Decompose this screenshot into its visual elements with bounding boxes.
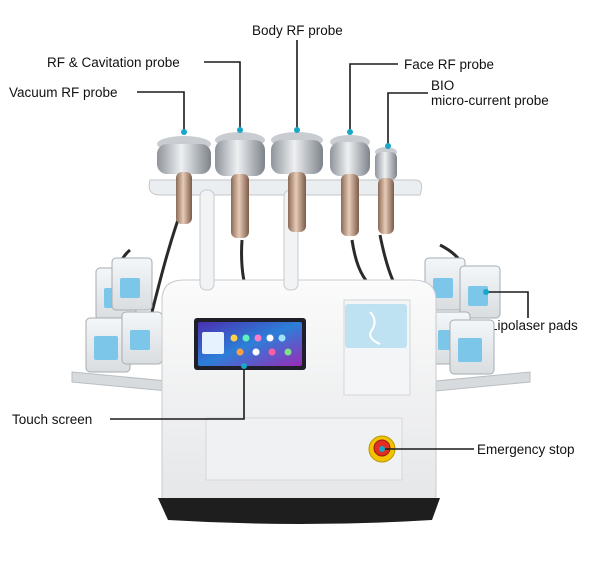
rf-cavitation-label: RF & Cavitation probe [47,55,180,70]
left-pad-2 [111,257,153,311]
left-lipolaser-tray [71,257,179,393]
body-rf-probe [271,132,323,232]
leader-vacuum-rf [137,91,185,132]
right-pad-4 [449,319,495,375]
vacuum-rf-label: Vacuum RF probe [9,85,118,100]
touch-screen-label: Touch screen [12,412,93,427]
dot-emergency-stop [379,446,385,452]
bio-probe-label: BIO micro-current probe [431,78,549,108]
lipolaser-pads-label: Lipolaser pads [490,318,578,333]
dot-touch-screen [241,363,247,369]
right-lipolaser-tray [424,257,531,393]
leader-touch-screen [110,367,245,420]
main-console [158,279,440,524]
bio-probe-label-line1: BIO [431,78,455,93]
callout-dots [181,127,489,452]
face-rf-probe [330,135,370,236]
bio-probe-label-line2: micro-current probe [431,93,549,108]
dot-lipolaser [483,289,489,295]
dot-rf-cavitation [237,127,243,133]
left-pad-4 [121,311,163,365]
bio-micro-current-probe [375,147,397,234]
leader-lipolaser [486,291,529,318]
leader-bio [387,92,428,144]
left-pad-3 [85,317,131,373]
body-rf-label: Body RF probe [252,23,343,38]
emergency-stop-label: Emergency stop [477,442,575,457]
face-rf-label: Face RF probe [404,57,495,72]
dot-body-rf [294,127,300,133]
vacuum-rf-probe [157,136,211,224]
decal-panel [345,304,407,348]
callout-leaders [110,40,529,450]
dot-vacuum-rf [181,129,187,135]
rf-cavitation-probe [215,132,265,238]
leader-face-rf [349,63,398,130]
leader-rf-cavitation [204,61,241,130]
right-pad-2 [459,265,501,319]
dot-face-rf [347,129,353,135]
dot-bio [385,143,391,149]
touch-screen [194,318,306,370]
